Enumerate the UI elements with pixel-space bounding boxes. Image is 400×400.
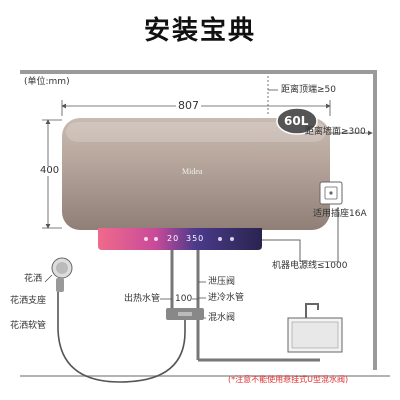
distance-100-label: 100 bbox=[175, 294, 193, 304]
wall-clearance-label: 距离墙面≥300 bbox=[305, 127, 366, 137]
capacity-badge bbox=[276, 107, 318, 135]
hot-outlet-label: 出热水管 bbox=[124, 294, 161, 304]
socket-label: 适用插座16A bbox=[313, 209, 367, 219]
top-clearance-label: 距离顶端≥50 bbox=[281, 85, 336, 95]
warning-note: (*注意不能使用悬挂式U型混水阀) bbox=[228, 375, 349, 384]
relief-valve-label: 泄压阀 bbox=[208, 277, 236, 287]
width-dim-label: 807 bbox=[176, 99, 201, 112]
cord-length-label: 机器电源线≤1000 bbox=[271, 261, 349, 271]
display-value: 350 bbox=[186, 234, 205, 243]
brand-logo: Midea bbox=[182, 167, 203, 176]
shower-holder-label: 花洒支座 bbox=[10, 296, 47, 306]
cold-inlet-label: 进冷水管 bbox=[208, 293, 245, 303]
page-title: 安装宝典 bbox=[143, 16, 256, 46]
capacity-label: 60L bbox=[284, 114, 309, 128]
control-panel bbox=[98, 228, 262, 250]
sink-faucet bbox=[305, 303, 319, 318]
mixing-valve-label: 混水阀 bbox=[208, 313, 236, 323]
heater-tank bbox=[62, 118, 330, 230]
unit-note: (单位:mm) bbox=[24, 77, 70, 87]
shower-head-label: 花洒 bbox=[24, 274, 43, 284]
wall-outline bbox=[20, 70, 377, 370]
height-dim-label: 400 bbox=[40, 165, 60, 176]
display-temp: 20 bbox=[167, 234, 180, 243]
shower-hose-label: 花洒软管 bbox=[10, 321, 47, 331]
shower-hose bbox=[57, 280, 186, 383]
